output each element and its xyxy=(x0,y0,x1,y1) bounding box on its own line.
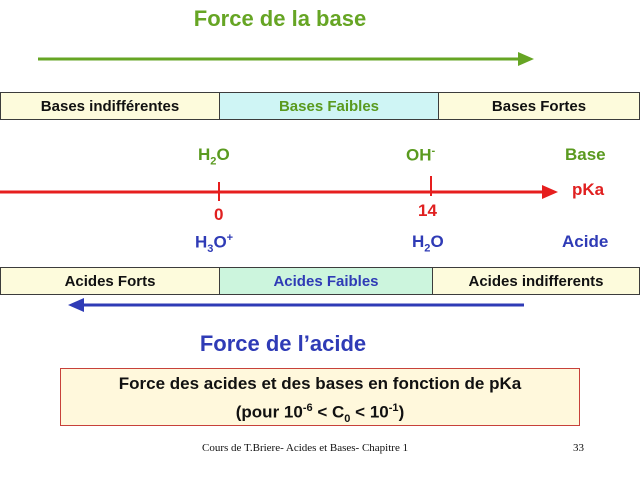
tick-14-label: 14 xyxy=(418,201,437,220)
acid-label: Acide xyxy=(562,232,609,251)
pka-axis-label: pKa xyxy=(572,180,605,199)
hydronium-label: H3O+ xyxy=(195,232,234,256)
tick-0-label: 0 xyxy=(214,205,224,224)
band-bases-faibles: Bases Faibles xyxy=(220,93,439,119)
base-strength-title: Force de la base xyxy=(193,6,367,31)
pka-axis xyxy=(0,176,558,201)
hydroxide-label: OH- xyxy=(406,145,436,165)
footer-page-number: 33 xyxy=(573,442,584,454)
band-acides-indifferents: Acides indifferents xyxy=(433,268,639,294)
band-acides-forts: Acides Forts xyxy=(1,268,220,294)
water-base-label: H2O xyxy=(198,145,230,168)
acid-strength-title: Force de l’acide xyxy=(199,331,367,356)
footer-course: Cours de T.Briere- Acides et Bases- Chap… xyxy=(202,442,409,454)
bases-band: Bases indifférentes Bases Faibles Bases … xyxy=(0,92,640,120)
base-label: Base xyxy=(565,145,606,164)
acides-band: Acides Forts Acides Faibles Acides indif… xyxy=(0,267,640,295)
acid-strength-arrow xyxy=(68,298,524,312)
band-bases-fortes: Bases Fortes xyxy=(439,93,639,119)
caption-box: Force des acides et des bases en fonctio… xyxy=(60,368,580,426)
caption-line-1: Force des acides et des bases en fonctio… xyxy=(118,374,522,393)
water-acid-label: H2O xyxy=(412,232,444,255)
band-acides-faibles: Acides Faibles xyxy=(220,268,433,294)
band-bases-indifferentes: Bases indifférentes xyxy=(1,93,220,119)
base-strength-arrow xyxy=(38,52,534,66)
caption-line-2: (pour 10-6 < C0 < 10-1) xyxy=(235,402,405,426)
